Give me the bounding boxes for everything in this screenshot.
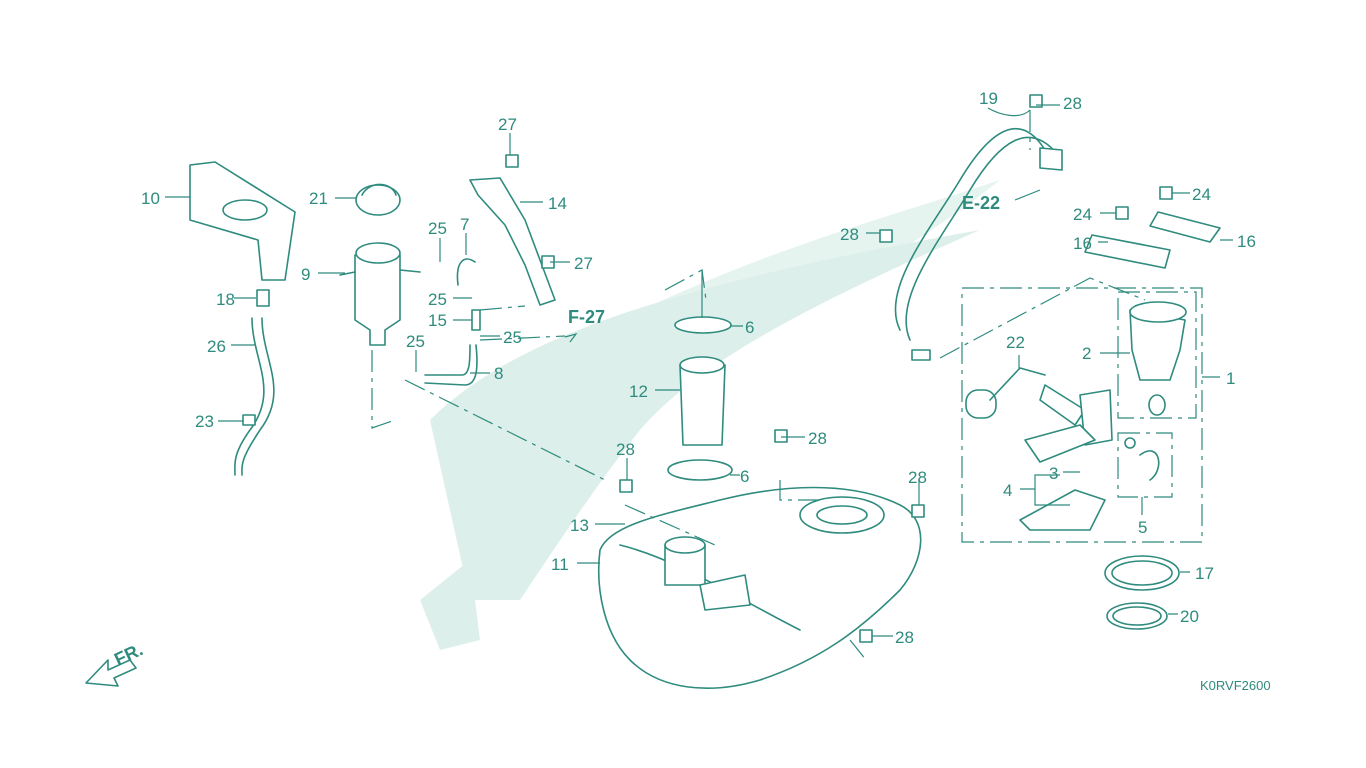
- callout-15: 15: [428, 311, 447, 330]
- callout-16b: 16: [1237, 232, 1256, 251]
- front-label: FR.: [111, 639, 146, 669]
- callout-26: 26: [207, 337, 226, 356]
- callout-28e: 28: [908, 468, 927, 487]
- callout-5: 5: [1138, 518, 1147, 537]
- leader-lines: [165, 104, 1233, 661]
- part-11-fuel-tank: [597, 486, 922, 689]
- callout-27b: 27: [574, 254, 593, 273]
- callout-22: 22: [1006, 333, 1025, 352]
- callout-19: 19: [979, 89, 998, 108]
- diagram-code: K0RVF2600: [1200, 678, 1271, 693]
- callout-6b: 6: [740, 467, 749, 486]
- callout-21: 21: [309, 189, 328, 208]
- callout-4: 4: [1003, 481, 1012, 500]
- callout-23: 23: [195, 412, 214, 431]
- ref-e22[interactable]: E-22: [962, 193, 1000, 213]
- callout-8: 8: [494, 364, 503, 383]
- callout-6a: 6: [745, 318, 754, 337]
- callout-3: 3: [1049, 464, 1058, 483]
- part-14-bracket: [469, 177, 556, 306]
- callout-16a: 16: [1073, 234, 1092, 253]
- front-arrow: [85, 659, 137, 687]
- part-21-cap: [355, 183, 401, 216]
- callout-28c: 28: [808, 429, 827, 448]
- callout-17: 17: [1195, 564, 1214, 583]
- part-12-hose: [667, 316, 733, 481]
- callouts: 1 2 3 4 5 6 6 7 8 9 10 11 12 13 14 15 16…: [141, 89, 1256, 647]
- part-17-20-rings: [1104, 555, 1180, 630]
- callout-11: 11: [551, 555, 569, 574]
- callout-14: 14: [548, 194, 567, 213]
- callout-18: 18: [216, 290, 235, 309]
- callout-20: 20: [1180, 607, 1199, 626]
- callout-13: 13: [570, 516, 589, 535]
- callout-28d: 28: [616, 440, 635, 459]
- part-10-tray: [189, 161, 296, 281]
- part-4-strainer: [1019, 389, 1113, 531]
- callout-12: 12: [629, 382, 648, 401]
- callout-27a: 27: [498, 115, 517, 134]
- callout-24a: 24: [1192, 185, 1211, 204]
- callout-25c: 25: [503, 328, 522, 347]
- callout-1: 1: [1226, 369, 1235, 388]
- part-9-filler-neck: [339, 242, 421, 346]
- callout-28b: 28: [840, 225, 859, 244]
- callout-28a: 28: [1063, 94, 1082, 113]
- bolts: [505, 94, 1173, 643]
- part-19-cable: [894, 128, 1063, 361]
- callout-10: 10: [141, 189, 160, 208]
- part-16-plates: [1084, 211, 1221, 269]
- part-26-hose: [234, 289, 275, 476]
- callout-24b: 24: [1073, 205, 1092, 224]
- callout-9: 9: [301, 265, 310, 284]
- callout-2: 2: [1082, 344, 1091, 363]
- callout-25a: 25: [428, 219, 447, 238]
- watermark-logo: [420, 180, 1000, 650]
- callout-7: 7: [460, 215, 469, 234]
- callout-25b: 25: [428, 290, 447, 309]
- part-1-assembly: [961, 287, 1203, 543]
- ref-f27[interactable]: F-27: [568, 307, 605, 327]
- callout-28f: 28: [895, 628, 914, 647]
- callout-25d: 25: [406, 332, 425, 351]
- part-22-sender: [965, 367, 1086, 426]
